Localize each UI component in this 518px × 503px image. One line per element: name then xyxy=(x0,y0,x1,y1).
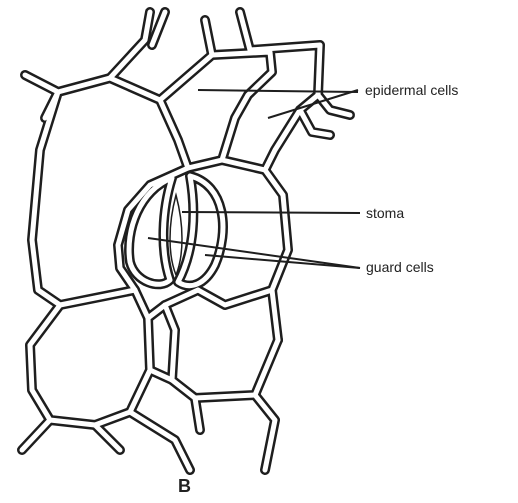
stoma-pore xyxy=(170,195,182,275)
pointer-lines xyxy=(148,90,360,268)
figure-letter: B xyxy=(178,476,191,496)
label-stoma: stoma xyxy=(366,205,404,221)
cell-walls-inner xyxy=(22,12,350,470)
label-guard-cells: guard cells xyxy=(366,259,434,275)
label-epidermal-cells: epidermal cells xyxy=(365,82,458,98)
